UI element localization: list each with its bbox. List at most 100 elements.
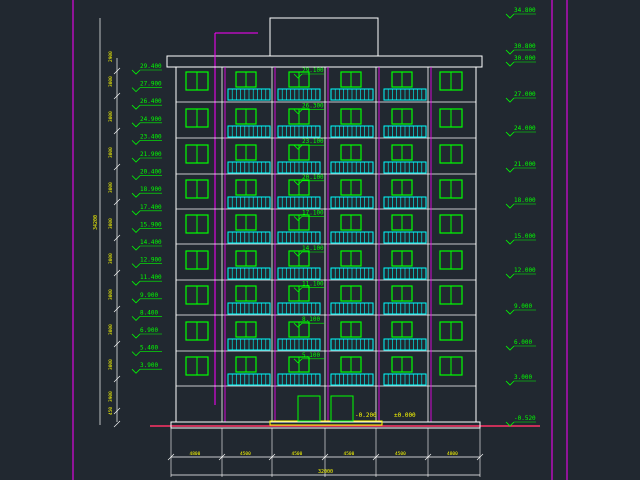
base-plinth	[170, 421, 481, 429]
window	[235, 285, 257, 302]
level-label-right: 18.000	[505, 197, 536, 209]
svg-text:27.000: 27.000	[514, 91, 536, 98]
balcony-railing	[330, 161, 374, 174]
window	[288, 144, 310, 161]
balcony-railing	[330, 196, 374, 209]
level-label-right: 24.000	[505, 125, 536, 137]
level-label-right: 34.800	[505, 7, 536, 19]
level-label-center: 14.100	[293, 245, 324, 257]
entrance-canopy	[269, 420, 383, 426]
bottom-dimension-label: 4500	[292, 451, 303, 457]
svg-text:24.900: 24.900	[140, 116, 162, 123]
window	[185, 356, 209, 376]
window	[340, 108, 362, 125]
left-dimension-label: 3000	[108, 289, 114, 300]
balcony-railing	[227, 196, 271, 209]
window	[391, 108, 413, 125]
balcony-railing	[277, 302, 321, 315]
bottom-total-dim: 32000	[318, 469, 333, 475]
left-dimension-label: 3000	[108, 111, 114, 122]
window	[340, 321, 362, 338]
dimension-tick	[268, 453, 276, 461]
svg-text:27.900: 27.900	[140, 81, 162, 88]
window	[235, 108, 257, 125]
level-label-left: 21.900	[131, 151, 162, 163]
svg-text:30.800: 30.800	[514, 43, 536, 50]
svg-text:34.800: 34.800	[514, 7, 536, 14]
svg-text:26.300: 26.300	[302, 103, 324, 110]
level-label-center: 8.100	[293, 316, 324, 328]
window	[235, 71, 257, 88]
level-label-center: 23.100	[293, 138, 324, 150]
level-label-center: 5.100	[293, 352, 324, 364]
left-dimension-label: 3000	[108, 182, 114, 193]
balcony-railing	[227, 302, 271, 315]
left-level-labels: 29.40027.90026.40024.90023.40021.90020.4…	[131, 63, 162, 374]
level-label-center: 29.100	[293, 67, 324, 79]
svg-text:5.100: 5.100	[302, 352, 320, 359]
entrance-door-left	[297, 395, 321, 422]
window	[185, 321, 209, 341]
svg-text:14.400: 14.400	[140, 239, 162, 246]
bottom-dimension-label: 4800	[190, 451, 201, 457]
level-label-right: 9.000	[505, 303, 536, 315]
left-dimension-label: 3000	[108, 253, 114, 264]
balcony-railing	[330, 338, 374, 351]
svg-text:15.000: 15.000	[514, 233, 536, 240]
balcony-railing	[227, 125, 271, 138]
level-label-left: 18.900	[131, 186, 162, 198]
window	[391, 214, 413, 231]
left-dimension-label: 3900	[108, 391, 114, 402]
dimension-tick	[167, 453, 175, 461]
window	[391, 321, 413, 338]
svg-text:20.400: 20.400	[140, 169, 162, 176]
window	[288, 285, 310, 302]
window	[235, 179, 257, 196]
level-label-left: 8.400	[131, 309, 162, 321]
window	[439, 108, 463, 128]
svg-text:6.900: 6.900	[140, 327, 158, 334]
balcony-railing	[330, 267, 374, 280]
svg-text:17.100: 17.100	[302, 209, 324, 216]
balcony-railing	[330, 231, 374, 244]
svg-text:21.900: 21.900	[140, 151, 162, 158]
left-dimension-label: 3000	[108, 359, 114, 370]
level-label-left: 6.900	[131, 327, 162, 339]
window	[185, 179, 209, 199]
balcony-railing	[383, 88, 427, 101]
level-label-right: 3.000	[505, 374, 536, 386]
balcony-railing	[383, 338, 427, 351]
window	[391, 250, 413, 267]
window	[340, 356, 362, 373]
left-dimension-label: 3000	[108, 147, 114, 158]
balcony-railing	[277, 338, 321, 351]
level-label-right: 27.000	[505, 91, 536, 103]
window	[288, 71, 310, 88]
balcony-railing	[227, 231, 271, 244]
ground-label-left: -0.200	[355, 412, 377, 419]
svg-text:11.400: 11.400	[140, 274, 162, 281]
level-label-left: 3.900	[131, 362, 162, 374]
window	[439, 214, 463, 234]
balcony-railing	[383, 373, 427, 386]
window	[185, 71, 209, 91]
level-label-left: 17.400	[131, 204, 162, 216]
left-dimension-label: 2900	[108, 51, 114, 62]
balcony-railing	[330, 125, 374, 138]
svg-text:15.900: 15.900	[140, 221, 162, 228]
svg-text:-0.520: -0.520	[514, 415, 536, 422]
svg-text:12.000: 12.000	[514, 267, 536, 274]
balcony-railing	[277, 161, 321, 174]
window	[288, 321, 310, 338]
window	[340, 144, 362, 161]
svg-text:23.400: 23.400	[140, 133, 162, 140]
level-label-left: 9.900	[131, 292, 162, 304]
window	[235, 321, 257, 338]
left-total-dim: 34200	[93, 215, 99, 230]
balcony-railing	[227, 338, 271, 351]
window	[288, 179, 310, 196]
window	[185, 214, 209, 234]
balcony-railing	[277, 231, 321, 244]
window	[439, 144, 463, 164]
svg-text:17.400: 17.400	[140, 204, 162, 211]
